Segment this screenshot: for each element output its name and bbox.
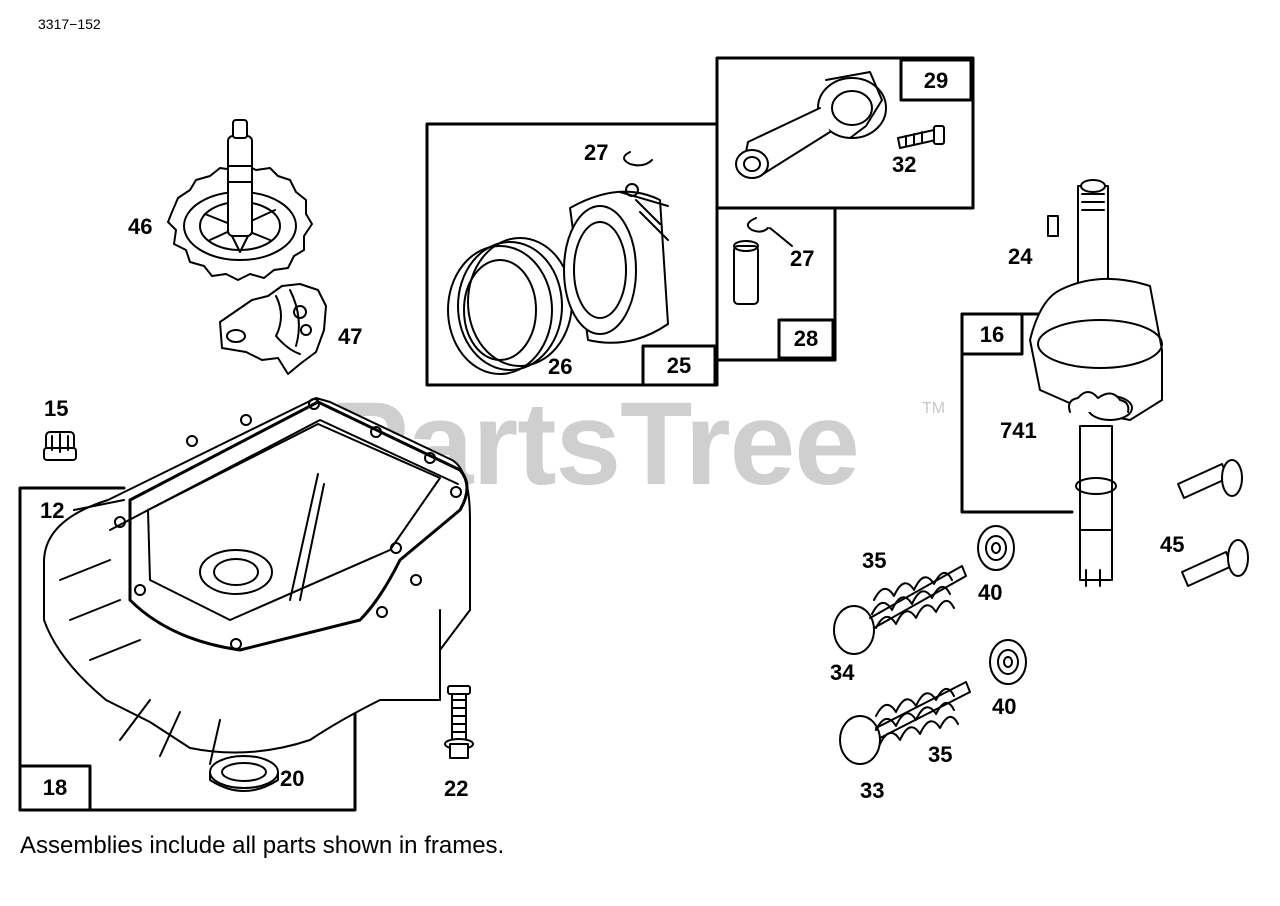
callout-46[interactable]: 46: [128, 214, 153, 239]
frame-16-tag: [960, 312, 1024, 356]
piston-drawing: [447, 183, 669, 375]
retainer-40b-drawing: [989, 639, 1027, 685]
assembly-note: Assemblies include all parts shown in fr…: [20, 832, 505, 859]
callout-40-lower[interactable]: 40: [992, 694, 1017, 719]
frame-18-tag: [18, 764, 92, 812]
frame-label-25[interactable]: 25: [666, 353, 692, 378]
bolt-22-drawing: [444, 685, 474, 759]
frame-29-border: [715, 56, 975, 210]
oil-seal-drawing: [209, 755, 279, 792]
piston-pin-drawing: [733, 240, 759, 305]
spring-35b-drawing: [875, 688, 959, 745]
callout-27-piston[interactable]: 27: [584, 140, 609, 165]
frame-label-16[interactable]: 16: [979, 322, 1005, 347]
callout-27-pin[interactable]: 27: [790, 246, 815, 271]
lifters-drawing: [1177, 459, 1249, 587]
frame-25-border: [425, 122, 719, 387]
frame-25-tag: [641, 344, 717, 387]
callout-34[interactable]: 34: [830, 660, 855, 685]
connecting-rod-drawing: [735, 71, 887, 179]
frame-29-tag: [899, 58, 973, 102]
trademark: TM: [922, 400, 946, 417]
callout-12[interactable]: 12: [40, 498, 65, 523]
governor-drawing: [219, 283, 327, 375]
circlip-27b-drawing: [746, 217, 793, 247]
frame-label-18[interactable]: 18: [42, 775, 68, 800]
valve-33-drawing: [839, 681, 971, 765]
valve-34-drawing: [833, 565, 967, 655]
callout-35-upper[interactable]: 35: [862, 548, 887, 573]
callout-24[interactable]: 24: [1008, 244, 1033, 269]
callout-45[interactable]: 45: [1160, 532, 1185, 557]
callout-47[interactable]: 47: [338, 324, 363, 349]
callout-22[interactable]: 22: [444, 776, 469, 801]
callout-20[interactable]: 20: [280, 766, 305, 791]
leader-12: [73, 499, 125, 511]
callout-741[interactable]: 741: [1000, 418, 1037, 443]
callout-40-upper[interactable]: 40: [978, 580, 1003, 605]
callout-33[interactable]: 33: [860, 778, 885, 803]
retainer-40a-drawing: [977, 525, 1015, 571]
drain-plug-drawing: [43, 431, 77, 461]
callout-26[interactable]: 26: [548, 354, 573, 379]
callout-35-lower[interactable]: 35: [928, 742, 953, 767]
frame-label-29[interactable]: 29: [923, 68, 949, 93]
frame-28-tag: [777, 318, 835, 360]
callout-15[interactable]: 15: [44, 396, 69, 421]
cam-gear-drawing: [167, 119, 313, 281]
circlip-27a-drawing: [623, 151, 653, 167]
crankshaft-drawing: [1029, 179, 1163, 587]
key-24-drawing: [1047, 215, 1059, 237]
drawing-id: 3317−152: [38, 16, 101, 32]
callout-32[interactable]: 32: [892, 152, 917, 177]
bolt-32-drawing: [897, 125, 945, 149]
sump-base-drawing: [43, 397, 471, 765]
frame-label-28[interactable]: 28: [793, 326, 819, 351]
spring-35a-drawing: [871, 572, 955, 629]
